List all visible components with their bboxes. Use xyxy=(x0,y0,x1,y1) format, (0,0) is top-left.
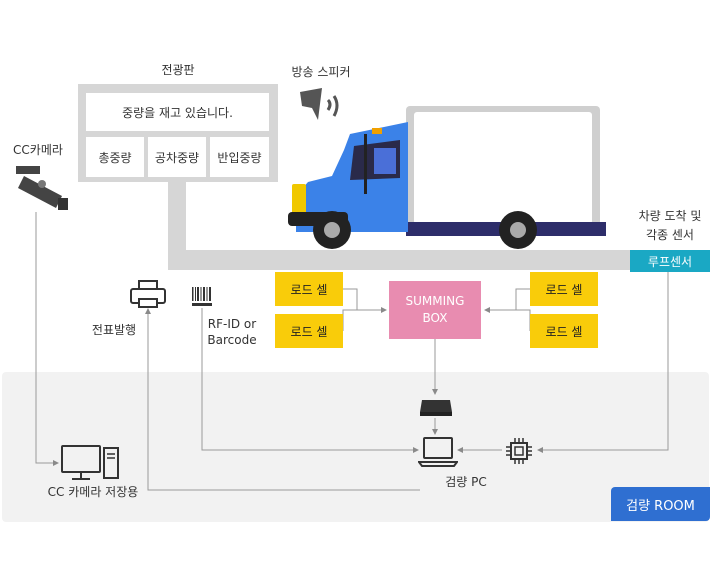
weighbridge-platform xyxy=(168,250,630,270)
board-message: 중량을 재고 있습니다. xyxy=(86,93,269,131)
weighing-room-area xyxy=(2,372,709,522)
board-cell-net: 반입중량 xyxy=(210,137,269,177)
rfid-label-2: Barcode xyxy=(207,333,257,347)
printer-icon xyxy=(130,280,166,308)
load-cell-3: 로드 셀 xyxy=(530,272,598,306)
sensor-label-2: 각종 센서 xyxy=(646,228,694,242)
barcode-icon xyxy=(192,287,212,306)
dvr-label: CC 카메라 저장용 xyxy=(47,485,139,499)
sensor-label-1: 차량 도착 및 xyxy=(638,209,702,223)
load-cell-4: 로드 셀 xyxy=(530,314,598,348)
speaker-icon xyxy=(300,88,339,120)
load-cell-1: 로드 셀 xyxy=(275,272,343,306)
board-title: 전광판 xyxy=(161,63,195,77)
speaker-label: 방송 스피커 xyxy=(291,65,351,79)
cctv-label: CC카메라 xyxy=(13,143,63,157)
rfid-label-1: RF-ID or xyxy=(207,317,257,331)
load-cell-2: 로드 셀 xyxy=(275,314,343,348)
summing-label-1: SUMMING xyxy=(405,294,465,308)
pc-label: 검량 PC xyxy=(445,475,487,489)
loop-sensor: 루프센서 xyxy=(630,250,710,272)
chip-icon xyxy=(506,438,532,464)
summing-box: SUMMING BOX xyxy=(389,281,481,339)
cctv-camera-icon xyxy=(16,166,68,210)
board-cell-total: 총중량 xyxy=(86,137,144,177)
printer-label: 전표발행 xyxy=(91,323,137,337)
desktop-computer-icon xyxy=(61,445,119,480)
laptop-icon xyxy=(418,437,458,467)
truck-icon xyxy=(288,106,606,249)
weighing-room-badge: 검량 ROOM xyxy=(611,487,710,521)
summing-label-2: BOX xyxy=(422,311,448,325)
board-cell-tare: 공차중량 xyxy=(148,137,206,177)
board-pole xyxy=(168,182,186,252)
indicator-icon xyxy=(420,400,452,416)
